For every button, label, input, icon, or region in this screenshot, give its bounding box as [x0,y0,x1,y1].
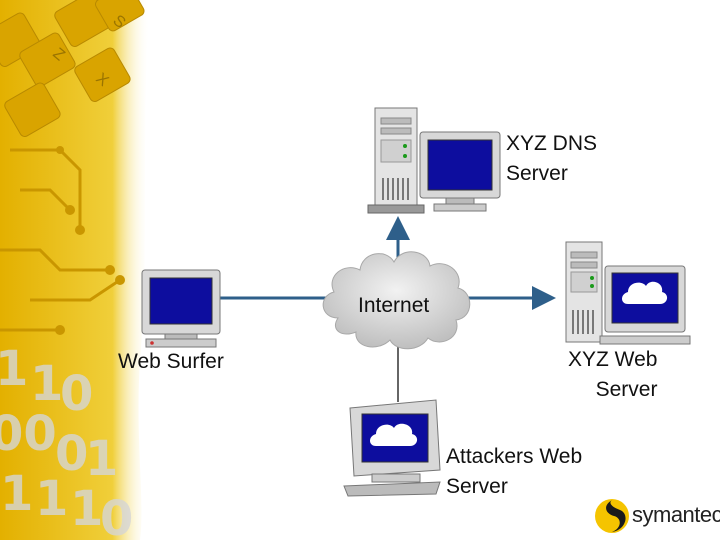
dns-server-label-line2: Server [506,162,568,185]
svg-text:0: 0 [60,366,93,422]
web-server-label-line2: Server [595,378,658,401]
web-surfer-label: Web Surfer [118,350,224,373]
web-surfer-computer-icon [141,269,221,348]
attacker-server-label-line1: Attackers Web [446,445,583,468]
attacker-server-label-line2: Server [446,475,508,498]
symantec-logo-text: symantec. [632,502,720,527]
web-server-label: XYZ Web Server [568,345,657,405]
attacker-server-label: Attackers Web Server [446,442,582,502]
dns-server-icon [367,107,501,214]
svg-text:1: 1 [30,356,63,412]
svg-text:1: 1 [0,466,33,522]
internet-cloud-icon [322,251,471,350]
svg-text:1: 1 [35,471,68,527]
web-server-icon [565,241,691,345]
dns-server-label: XYZ DNS Server [506,129,597,189]
web-server-label-line1: XYZ Web [568,348,658,371]
symantec-logo-icon [595,499,629,533]
svg-text:0: 0 [55,426,88,482]
internet-label: Internet [358,294,430,317]
svg-text:0: 0 [100,491,133,540]
dns-server-label-line1: XYZ DNS [506,132,598,155]
attacker-server-computer-icon [343,399,441,497]
svg-text:1: 1 [70,481,103,537]
svg-text:00: 00 [0,406,57,462]
svg-text:1: 1 [0,341,28,397]
svg-text:1: 1 [85,431,118,487]
